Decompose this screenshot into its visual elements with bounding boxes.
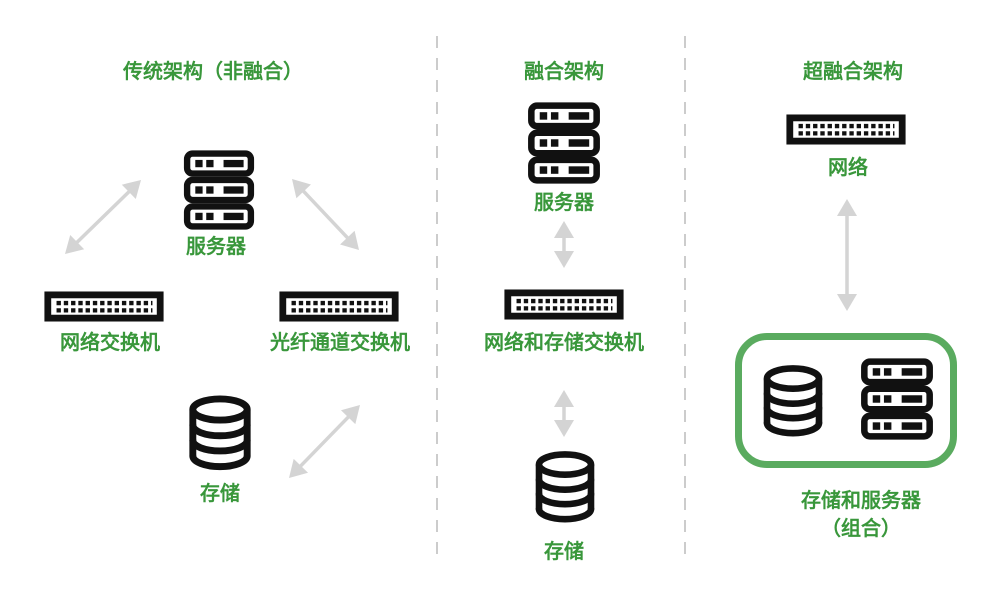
converged-architecture-title: 融合架构 xyxy=(524,61,604,83)
server-label: 服务器 xyxy=(186,236,246,258)
storage-label: 存储 xyxy=(544,541,584,563)
column-divider-1 xyxy=(436,36,438,564)
network-storage-switch-icon xyxy=(503,289,625,320)
combo-label-line1: 存储和服务器 xyxy=(801,490,921,512)
storage-icon xyxy=(185,394,255,472)
network-storage-switch-label: 网络和存储交换机 xyxy=(484,332,644,354)
network-switch-icon xyxy=(42,291,166,322)
storage-label: 存储 xyxy=(200,483,240,505)
fibre-channel-switch-icon xyxy=(277,291,401,322)
column-divider-2 xyxy=(684,36,686,564)
network-label: 网络 xyxy=(828,157,868,179)
network-switch-label: 网络交换机 xyxy=(60,332,160,354)
server-label: 服务器 xyxy=(534,192,594,214)
fibre-channel-switch-label: 光纤通道交换机 xyxy=(270,332,410,354)
network-icon xyxy=(785,114,907,145)
server-icon xyxy=(526,101,602,185)
storage-icon xyxy=(756,364,830,438)
hyperconverged-architecture-title: 超融合架构 xyxy=(803,61,903,83)
traditional-architecture-title: 传统架构（非融合） xyxy=(123,61,303,83)
combo-label-line2: （组合） xyxy=(821,518,901,540)
server-icon xyxy=(182,149,256,231)
server-icon xyxy=(858,357,936,441)
storage-icon xyxy=(530,450,600,524)
